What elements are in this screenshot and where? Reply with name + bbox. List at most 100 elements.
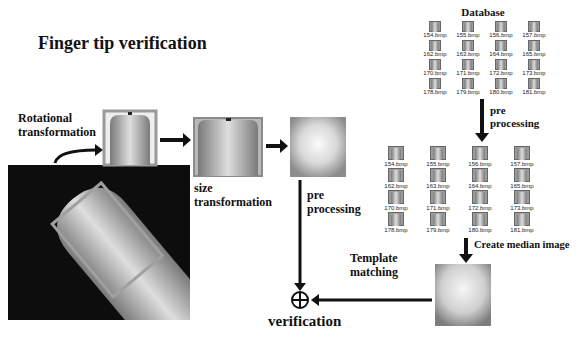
- annotation-label: Template matching: [350, 252, 424, 280]
- diagram-title: Finger tip verification: [38, 33, 207, 54]
- thumbnail-image: [430, 168, 446, 182]
- thumbnail-box: 157.bmp: [519, 21, 549, 39]
- thumbnail-image: [514, 168, 530, 182]
- thumbnail-box: 164.bmp: [460, 168, 500, 190]
- processed-image: [290, 117, 346, 177]
- thumbnail-image: [462, 78, 474, 89]
- thumbnail-image: [472, 212, 488, 226]
- thumbnail-image: [472, 146, 488, 160]
- thumbnail-box: 178.bmp: [376, 212, 416, 234]
- thumbnail-box: 179.bmp: [418, 212, 458, 234]
- annotation-label: Create median image: [474, 239, 569, 251]
- thumbnail-box: 165.bmp: [519, 40, 549, 58]
- file-name: 181.bmp: [519, 89, 549, 96]
- file-name: 180.bmp: [460, 226, 500, 234]
- file-name: 172.bmp: [486, 70, 516, 77]
- file-name: 164.bmp: [460, 182, 500, 190]
- file-name: 178.bmp: [420, 89, 450, 96]
- file-name: 172.bmp: [460, 204, 500, 212]
- thumbnail-box: 179.bmp: [453, 78, 483, 96]
- annotation-label: pre processing: [490, 104, 552, 129]
- thumbnail-box: 154.bmp: [376, 146, 416, 168]
- thumbnail-image: [388, 168, 404, 182]
- thumbnail-image: [430, 212, 446, 226]
- thumbnail-image: [429, 59, 441, 70]
- thumbnail-image: [514, 190, 530, 204]
- file-name: 179.bmp: [453, 89, 483, 96]
- annotation-label: verification: [268, 313, 341, 330]
- thumbnail-image: [388, 212, 404, 226]
- grid-heading: Database: [418, 6, 548, 18]
- database-grid: Database 154.bmp155.bmp156.bmp157.bmp 162.…: [418, 6, 548, 98]
- median-image: [435, 264, 491, 326]
- thumbnail-box: 173.bmp: [502, 190, 542, 212]
- matching-operator: [292, 292, 308, 308]
- thumbnail-image: [514, 146, 530, 160]
- thumbnail-box: 154.bmp: [420, 21, 450, 39]
- thumbnail-image: [495, 40, 507, 51]
- file-name: 157.bmp: [519, 32, 549, 39]
- thumbnail-image: [528, 59, 540, 70]
- thumbnail-image: [429, 21, 441, 32]
- thumbnail-box: 170.bmp: [420, 59, 450, 77]
- annotation-label: Rotational transformation: [18, 112, 110, 140]
- thumbnail-box: 181.bmp: [519, 78, 549, 96]
- file-name: 155.bmp: [453, 32, 483, 39]
- thumbnail-image: [472, 168, 488, 182]
- thumbnail-image: [429, 40, 441, 51]
- thumbnail-image: [495, 59, 507, 70]
- file-name: 171.bmp: [453, 70, 483, 77]
- file-name: 180.bmp: [486, 89, 516, 96]
- file-name: 162.bmp: [376, 182, 416, 190]
- curved-arrow: [55, 150, 96, 163]
- thumbnail-image: [462, 21, 474, 32]
- thumbnail-image: [429, 78, 441, 89]
- thumbnail-box: 164.bmp: [486, 40, 516, 58]
- thumbnail-box: 163.bmp: [418, 168, 458, 190]
- thumbnail-image: [472, 190, 488, 204]
- thumbnail-box: 156.bmp: [486, 21, 516, 39]
- thumbnail-box: 170.bmp: [376, 190, 416, 212]
- file-name: 181.bmp: [502, 226, 542, 234]
- thumbnail-box: 157.bmp: [502, 146, 542, 168]
- file-name: 157.bmp: [502, 160, 542, 168]
- thumbnail-box: 155.bmp: [453, 21, 483, 39]
- rotated-image: [104, 111, 156, 165]
- thumbnail-box: 172.bmp: [460, 190, 500, 212]
- annotation-label: pre processing: [307, 189, 369, 217]
- file-name: 179.bmp: [418, 226, 458, 234]
- thumbnail-box: 180.bmp: [486, 78, 516, 96]
- thumbnail-image: [528, 78, 540, 89]
- thumbnail-box: 180.bmp: [460, 212, 500, 234]
- file-name: 173.bmp: [519, 70, 549, 77]
- file-name: 178.bmp: [376, 226, 416, 234]
- thumbnail-box: 162.bmp: [376, 168, 416, 190]
- file-name: 163.bmp: [453, 51, 483, 58]
- thumbnail-image: [462, 40, 474, 51]
- file-name: 165.bmp: [519, 51, 549, 58]
- file-name: 154.bmp: [376, 160, 416, 168]
- thumbnail-image: [495, 21, 507, 32]
- file-name: 171.bmp: [418, 204, 458, 212]
- thumbnail-image: [430, 146, 446, 160]
- thumbnail-image: [388, 190, 404, 204]
- thumbnail-box: 163.bmp: [453, 40, 483, 58]
- thumbnail-box: 165.bmp: [502, 168, 542, 190]
- thumbnail-image: [388, 146, 404, 160]
- resized-image: [194, 118, 262, 176]
- file-name: 154.bmp: [420, 32, 450, 39]
- thumbnail-image: [462, 59, 474, 70]
- file-name: 170.bmp: [376, 204, 416, 212]
- thumbnail-box: 171.bmp: [453, 59, 483, 77]
- thumbnail-image: [495, 78, 507, 89]
- thumbnail-box: 162.bmp: [420, 40, 450, 58]
- thumbnail-box: 171.bmp: [418, 190, 458, 212]
- file-name: 162.bmp: [420, 51, 450, 58]
- thumbnail-box: 181.bmp: [502, 212, 542, 234]
- file-name: 170.bmp: [420, 70, 450, 77]
- file-name: 156.bmp: [460, 160, 500, 168]
- file-name: 165.bmp: [502, 182, 542, 190]
- thumbnail-image: [514, 212, 530, 226]
- thumbnail-box: 173.bmp: [519, 59, 549, 77]
